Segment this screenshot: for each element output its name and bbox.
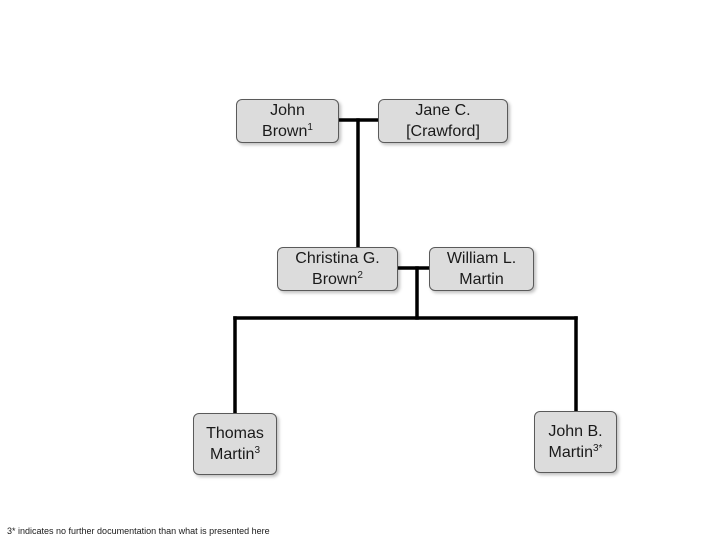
- person-name-line2: [Crawford]: [406, 123, 480, 140]
- person-name-line1: John: [270, 102, 305, 119]
- person-box-christina-brown: Christina G. Brown2: [277, 247, 398, 291]
- person-name-line2: Martin3: [209, 445, 260, 464]
- footnote-marker: 1: [307, 122, 313, 133]
- person-name-line1: Jane C.: [415, 102, 471, 119]
- person-name-line2: Brown2: [312, 270, 363, 289]
- person-box-john-b-martin: John B. Martin3*: [534, 411, 617, 473]
- person-name-line1: Thomas: [206, 425, 264, 442]
- footnote-marker: 3: [254, 445, 260, 456]
- person-box-john-brown: John Brown1: [236, 99, 339, 143]
- person-box-thomas-martin: Thomas Martin3: [193, 413, 277, 475]
- person-name-line2: Martin: [459, 271, 504, 288]
- footnote-marker: 3*: [593, 443, 603, 454]
- person-box-william-martin: William L. Martin: [429, 247, 534, 291]
- person-name-line2: Brown1: [262, 122, 313, 141]
- footnote-text: 3* indicates no further documentation th…: [7, 526, 270, 536]
- person-name-line1: John B.: [548, 423, 603, 440]
- person-box-jane-crawford: Jane C. [Crawford]: [378, 99, 508, 143]
- person-name-line1: Christina G.: [295, 250, 380, 267]
- person-name-line2: Martin3*: [548, 443, 603, 462]
- footnote-marker: 2: [357, 270, 363, 281]
- person-name-line1: William L.: [446, 250, 517, 267]
